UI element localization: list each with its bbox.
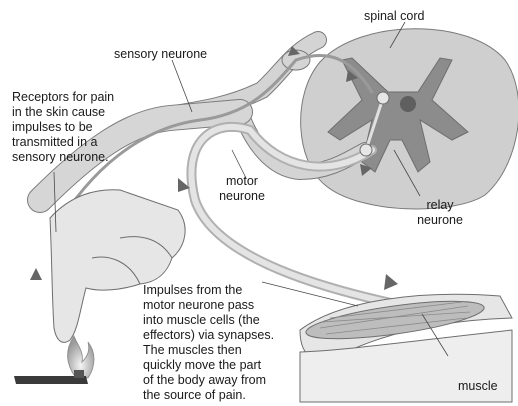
label-sensory-neurone: sensory neurone: [114, 47, 207, 61]
label-receptors: Receptors for pain in the skin cause imp…: [12, 90, 147, 165]
arrow-to-muscle: [384, 274, 398, 290]
label-motor-neurone: motor neurone: [214, 174, 270, 204]
label-spinal-cord: spinal cord: [364, 9, 424, 23]
label-muscle: muscle: [458, 379, 498, 393]
central-canal: [400, 96, 416, 112]
label-relay-neurone: relay neurone: [410, 198, 470, 228]
pain-source: [14, 336, 94, 384]
label-impulses: Impulses from the motor neurone pass int…: [143, 283, 313, 403]
arrow-finger-up: [30, 268, 42, 280]
